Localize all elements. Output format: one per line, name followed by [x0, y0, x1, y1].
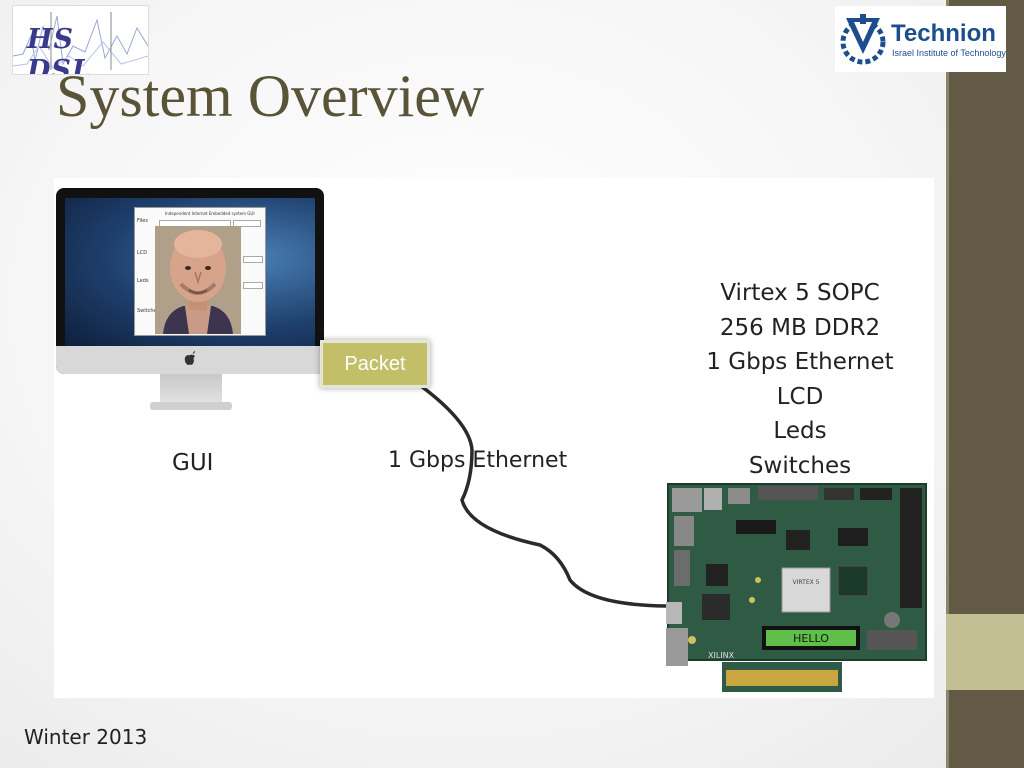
gui-row-label: Switches [137, 308, 160, 314]
sidebar-accent [946, 614, 1024, 690]
board-spec-item: LCD [776, 383, 824, 410]
monitor-screen: Independent Internet Embedded system GUI… [65, 198, 315, 348]
gui-row-label: Leds [137, 278, 149, 284]
board-spec-item: 1 Gbps Ethernet [706, 349, 894, 375]
fpga-board: VIRTEX 5 HELLO XILINX [666, 483, 927, 692]
waveform-graphic [13, 12, 148, 70]
svg-text:XILINX: XILINX [708, 651, 735, 660]
gui-row-label: Files [137, 218, 148, 224]
apple-logo-icon [184, 351, 195, 365]
gui-leds-button[interactable] [243, 282, 263, 289]
gui-row-label: LCD [137, 250, 148, 256]
svg-text:VIRTEX 5: VIRTEX 5 [793, 579, 820, 586]
hs-dsl-logo-text: HS DSL [27, 24, 92, 75]
board-lcd-text: HELLO [793, 632, 829, 645]
ethernet-link-label: 1 Gbps Ethernet [388, 448, 568, 473]
board-spec-list: Virtex 5 SOPC 256 MB DDR2 1 Gbps Etherne… [690, 276, 910, 483]
gui-browse-button[interactable] [233, 220, 261, 227]
computer-monitor: Independent Internet Embedded system GUI… [56, 188, 324, 374]
hs-dsl-logo: HS DSL [12, 5, 149, 75]
board-spec-item: Switches [748, 452, 852, 479]
technion-logo: Technion Israel Institute of Technology [835, 6, 1006, 72]
gui-label: GUI [172, 450, 214, 476]
slide-title: System Overview [56, 63, 485, 129]
user-photo [155, 226, 241, 334]
gui-application-window: Independent Internet Embedded system GUI… [134, 207, 266, 336]
technion-logo-subtitle: Israel Institute of Technology [892, 48, 1006, 58]
packet-box: Packet [320, 340, 430, 388]
sidebar-edge [946, 0, 949, 768]
monitor-stand-base [150, 402, 232, 410]
technion-logo-name: Technion [891, 20, 996, 47]
technion-emblem-icon [840, 14, 886, 65]
board-spec-item: 256 MB DDR2 [719, 314, 881, 341]
slide-footer: Winter 2013 [24, 725, 148, 749]
gui-window-title: Independent Internet Embedded system GUI [165, 211, 255, 216]
board-spec-item: Leds [773, 418, 827, 444]
gui-lcd-button[interactable] [243, 256, 263, 263]
face-portrait [155, 226, 241, 334]
board-spec-item: Virtex 5 SOPC [720, 280, 880, 306]
monitor-stand [160, 374, 222, 404]
